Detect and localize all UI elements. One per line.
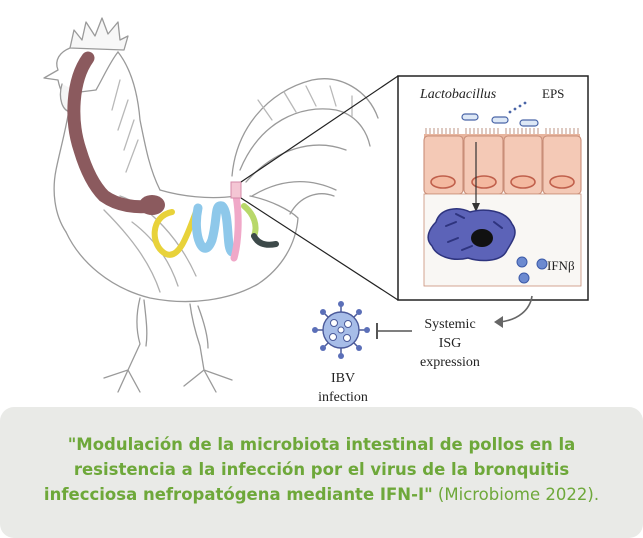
zoom-line-bottom — [240, 197, 399, 301]
large-intestine-green — [241, 203, 259, 239]
gizzard — [139, 195, 165, 215]
cloaca — [251, 233, 279, 248]
leg-left — [103, 297, 148, 393]
ifn-beta-particles — [516, 256, 548, 284]
zoom-region-marker — [230, 181, 242, 199]
lactobacillus-rods — [461, 113, 539, 127]
virus-icon — [312, 301, 370, 359]
esophagus — [67, 51, 159, 214]
systemic-arrow — [499, 295, 533, 323]
lactobacillus-label: Lactobacillus — [419, 87, 497, 102]
caecum-pink — [230, 192, 242, 262]
isg-expression-label: Systemic ISG expression — [420, 317, 480, 370]
inset-panel: Lactobacillus EPS — [397, 75, 589, 301]
eps-label: EPS — [542, 86, 564, 101]
isg-line-3: expression — [420, 355, 480, 370]
leg-right — [183, 303, 233, 393]
ibv-line-1: IBV — [331, 371, 355, 386]
small-intestine-blue — [191, 201, 237, 257]
body — [65, 195, 299, 303]
isg-line-1: Systemic — [424, 317, 475, 332]
ibv-label: IBV infection — [318, 371, 368, 405]
tail — [231, 78, 379, 177]
caption-box — [0, 407, 643, 538]
ibv-line-2: infection — [318, 390, 368, 405]
digestive-tract — [67, 51, 279, 262]
macrophage-nucleus — [471, 229, 493, 247]
macrophage — [427, 208, 516, 262]
isg-line-2: ISG — [439, 336, 462, 351]
caption-title: "Modulación de la microbiota intestinal … — [43, 435, 576, 504]
figure-illustration: Lactobacillus EPS — [43, 17, 589, 405]
zoom-line-top — [240, 75, 399, 183]
comb — [69, 17, 129, 51]
eps-dots — [508, 101, 527, 114]
caption-source: (Microbiome 2022). — [432, 485, 600, 504]
ifn-beta-label: IFNβ — [547, 258, 575, 273]
small-intestine-yellow — [151, 209, 199, 258]
neck — [117, 51, 161, 191]
caption: "Modulación de la microbiota intestinal … — [30, 432, 613, 507]
